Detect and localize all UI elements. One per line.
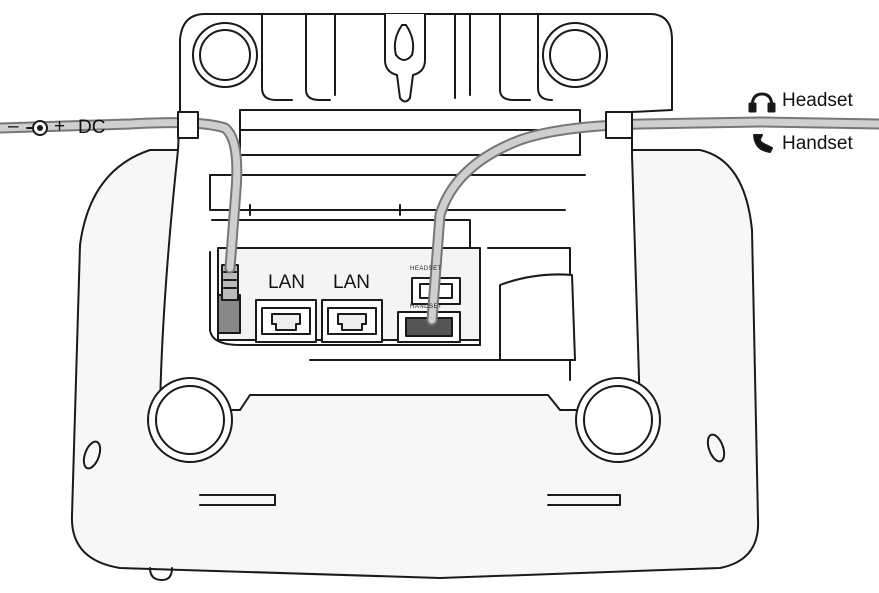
headset-label: Headset <box>782 90 853 111</box>
lan-port-1-label: LAN <box>268 272 305 293</box>
handset-port <box>397 311 461 343</box>
lan-port-2 <box>321 299 383 343</box>
screw-hole-left <box>82 440 102 470</box>
headset-icon <box>748 92 776 113</box>
dc-label: DC <box>78 117 106 138</box>
dc-plus-label: + <box>54 116 66 137</box>
headset-port-label: HEADSET <box>410 266 442 272</box>
handset-port-label: HANDSET <box>410 304 443 310</box>
lan-port-1 <box>255 299 317 343</box>
dc-minus-label: – <box>8 116 19 137</box>
dc-polarity-icon <box>26 120 48 136</box>
screw-hole-right <box>706 433 726 463</box>
handset-label: Handset <box>782 133 853 154</box>
wall-mount-keyhole <box>384 13 426 103</box>
lan-port-2-label: LAN <box>333 272 370 293</box>
dc-jack <box>217 264 241 334</box>
handset-icon <box>753 134 773 153</box>
